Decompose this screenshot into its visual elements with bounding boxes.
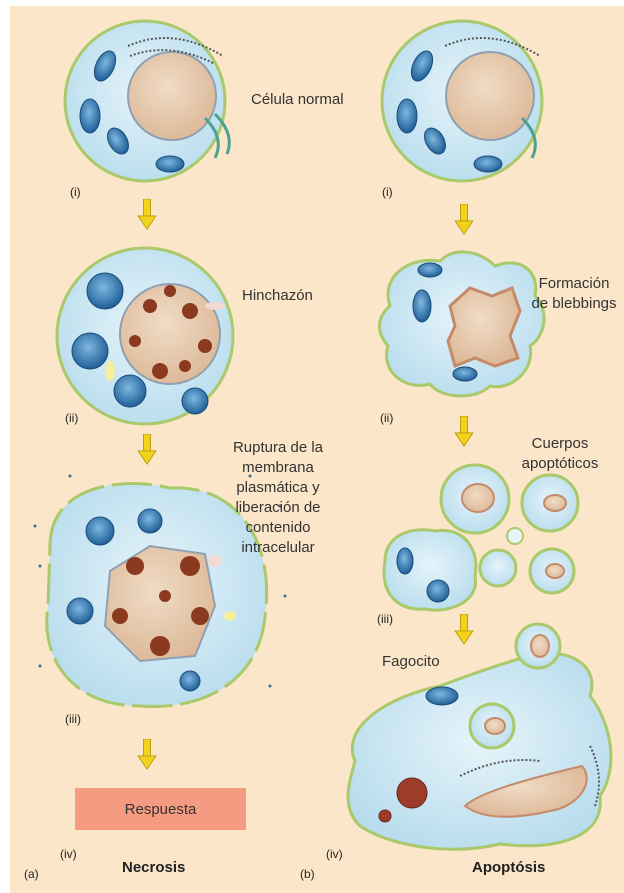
label-phagocyte: Fagocito <box>382 652 440 672</box>
step-marker-right-iii: (iii) <box>377 609 393 629</box>
necrosis-swollen-cell <box>57 248 233 424</box>
necrosis-normal-cell <box>65 21 229 181</box>
label-rupture: Ruptura de la membrana plasmática y libe… <box>218 438 338 558</box>
arrow-4 <box>455 204 473 234</box>
apoptotic-line-1: Cuerpos <box>510 434 610 454</box>
figure-panel: Célula normal Hinchazón Ruptura de la me… <box>10 6 624 893</box>
label-normal-cell: Célula normal <box>251 90 344 110</box>
arrow-1 <box>138 199 156 229</box>
step-marker-left-ii: (ii) <box>65 408 78 428</box>
rupture-line-6: intracelular <box>218 538 338 558</box>
label-blebbing: Formación de blebbings <box>528 274 620 314</box>
step-marker-right-i: (i) <box>382 182 393 202</box>
arrow-2 <box>138 434 156 464</box>
apoptotic-bodies <box>384 465 578 610</box>
arrow-5 <box>455 416 473 446</box>
rupture-line-3: plasmática y <box>218 478 338 498</box>
step-marker-right-iv: (iv) <box>326 844 343 864</box>
step-marker-left-iii: (iii) <box>65 709 81 729</box>
response-box: Respuesta <box>75 788 246 830</box>
necrosis-title: Necrosis <box>122 858 185 878</box>
arrow-6 <box>455 614 473 644</box>
rupture-line-5: contenido <box>218 518 338 538</box>
blebbing-line-1: Formación <box>528 274 620 294</box>
step-marker-left-i: (i) <box>70 182 81 202</box>
panel-b-label: (b) <box>300 864 315 884</box>
apoptosis-title: Apoptósis <box>472 858 545 878</box>
arrow-3 <box>138 739 156 769</box>
label-apoptotic-bodies: Cuerpos apoptóticos <box>510 434 610 474</box>
rupture-line-2: membrana <box>218 458 338 478</box>
rupture-line-4: liberación de <box>218 498 338 518</box>
panel-a-label: (a) <box>24 864 39 884</box>
rupture-line-1: Ruptura de la <box>218 438 338 458</box>
apoptosis-normal-cell <box>382 21 542 181</box>
apoptotic-line-2: apoptóticos <box>510 454 610 474</box>
apoptosis-blebbing-cell <box>380 252 545 396</box>
step-marker-left-iv: (iv) <box>60 844 77 864</box>
response-label: Respuesta <box>125 801 197 818</box>
label-swelling: Hinchazón <box>242 286 313 306</box>
blebbing-line-2: de blebbings <box>528 294 620 314</box>
step-marker-right-ii: (ii) <box>380 408 393 428</box>
